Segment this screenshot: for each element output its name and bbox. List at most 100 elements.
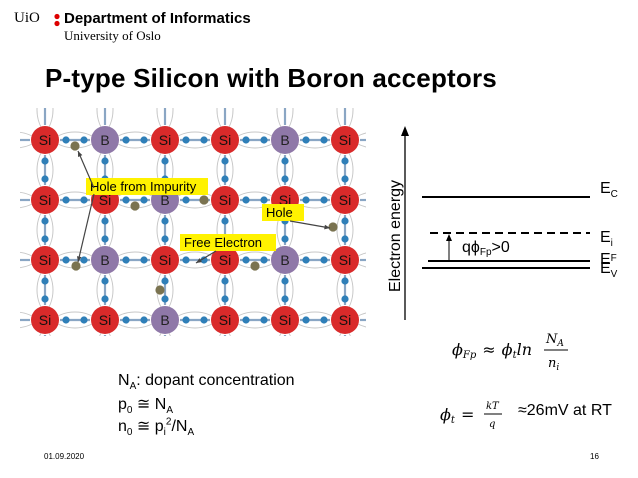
- svg-text:NA: NA: [545, 332, 564, 349]
- bond-arc: [276, 251, 354, 329]
- p0-equation: p0 ≅ NA: [118, 396, 173, 417]
- silicon-atom: [211, 186, 239, 214]
- electron-dot: [320, 316, 328, 324]
- bond-arc: [336, 192, 366, 268]
- electron-dot: [101, 217, 109, 225]
- atom-symbol: Si: [219, 192, 231, 208]
- electron-dot: [200, 316, 208, 324]
- silicon-atom: [91, 306, 119, 334]
- bond-arc: [156, 108, 234, 149]
- electron-dot: [281, 295, 289, 303]
- bond-arc: [20, 251, 54, 329]
- electron-dot: [140, 256, 148, 264]
- bond-arc: [36, 251, 114, 329]
- atom-symbol: Si: [339, 132, 351, 148]
- boron-atom: [271, 126, 299, 154]
- uio-logo-dots-icon: [54, 13, 60, 27]
- energy-axis-arrowhead: [401, 126, 409, 136]
- electron-dot: [221, 217, 229, 225]
- uio-logo-text: UiO: [14, 10, 40, 26]
- energy-axis-label: Electron energy: [387, 180, 404, 292]
- atom-symbol: Si: [39, 312, 51, 328]
- electron-dot: [161, 217, 169, 225]
- bond-arc: [336, 132, 366, 208]
- electron-dot: [242, 316, 250, 324]
- bond-arc: [39, 311, 111, 336]
- electron-dot: [221, 157, 229, 165]
- hole-label: Hole: [266, 205, 293, 220]
- electron-dot: [80, 196, 88, 204]
- footer-date: 01.09.2020: [44, 452, 85, 461]
- bond-arc: [216, 251, 294, 329]
- electron-dot: [302, 136, 310, 144]
- electron-dot: [320, 136, 328, 144]
- ei-label: Ei: [600, 229, 613, 249]
- electron-dot: [341, 235, 349, 243]
- electron-dot: [281, 175, 289, 183]
- n0-equation: n0 ≅ pi2/NA: [118, 416, 195, 439]
- electron-dot: [302, 316, 310, 324]
- hole-label-bg: [262, 204, 304, 221]
- electron-dot: [341, 175, 349, 183]
- hole-marker: [70, 141, 80, 151]
- electron-dot: [161, 157, 169, 165]
- free-electron-label: Free Electron: [184, 235, 262, 250]
- bond-arc: [96, 251, 174, 329]
- silicon-atom: [331, 186, 359, 214]
- electron-dot: [182, 196, 190, 204]
- electron-dot: [41, 217, 49, 225]
- bond-arc: [276, 131, 354, 209]
- atom-symbol: Si: [279, 312, 291, 328]
- electron-dot: [260, 136, 268, 144]
- boron-atom: [91, 126, 119, 154]
- electron-dot: [260, 196, 268, 204]
- electron-dot: [62, 256, 70, 264]
- bond-arc: [96, 108, 174, 149]
- silicon-atom: [31, 306, 59, 334]
- atom-symbol: B: [160, 312, 169, 328]
- boron-atom: [91, 246, 119, 274]
- arrow-to-hole: [289, 220, 331, 229]
- electron-dot: [41, 235, 49, 243]
- department-name: Department of Informatics: [64, 10, 251, 27]
- electron-dot: [140, 316, 148, 324]
- silicon-atom: [151, 126, 179, 154]
- atom-symbol: Si: [39, 252, 51, 268]
- atom-symbol: Si: [159, 252, 171, 268]
- electron-dot: [221, 295, 229, 303]
- electron-dot: [140, 196, 148, 204]
- atom-symbol: B: [160, 192, 169, 208]
- electron-dot: [221, 175, 229, 183]
- hole-from-impurity-label: Hole from Impurity: [90, 179, 197, 194]
- electron-dot: [41, 295, 49, 303]
- electron-dot: [41, 157, 49, 165]
- atom-symbol: Si: [99, 312, 111, 328]
- bond-arc: [216, 131, 294, 209]
- svg-text:ni: ni: [548, 356, 559, 373]
- atom-symbol: Si: [219, 312, 231, 328]
- electron-dot: [281, 277, 289, 285]
- arrow-to-impurity-hole-top: [77, 150, 95, 189]
- bond-arc: [20, 108, 54, 149]
- electron-dot: [182, 136, 190, 144]
- electron-dot: [80, 136, 88, 144]
- silicon-atom: [331, 126, 359, 154]
- atom-symbol: Si: [339, 312, 351, 328]
- bond-arc: [336, 108, 366, 148]
- free-electron-label-bg: [180, 234, 276, 251]
- atom-symbol: B: [280, 252, 289, 268]
- electron-dot: [161, 235, 169, 243]
- silicon-atom: [331, 306, 359, 334]
- electron-dot: [62, 196, 70, 204]
- bond-arc: [279, 311, 351, 336]
- arrow-to-impurity-hole-bottom: [77, 193, 95, 263]
- bond-arc: [276, 108, 354, 149]
- electron-dot: [80, 256, 88, 264]
- atom-symbol: Si: [219, 252, 231, 268]
- silicon-atom: [331, 246, 359, 274]
- electron-dot: [302, 256, 310, 264]
- atom-symbol: Si: [39, 132, 51, 148]
- bond-arc: [336, 252, 366, 328]
- silicon-atom: [31, 186, 59, 214]
